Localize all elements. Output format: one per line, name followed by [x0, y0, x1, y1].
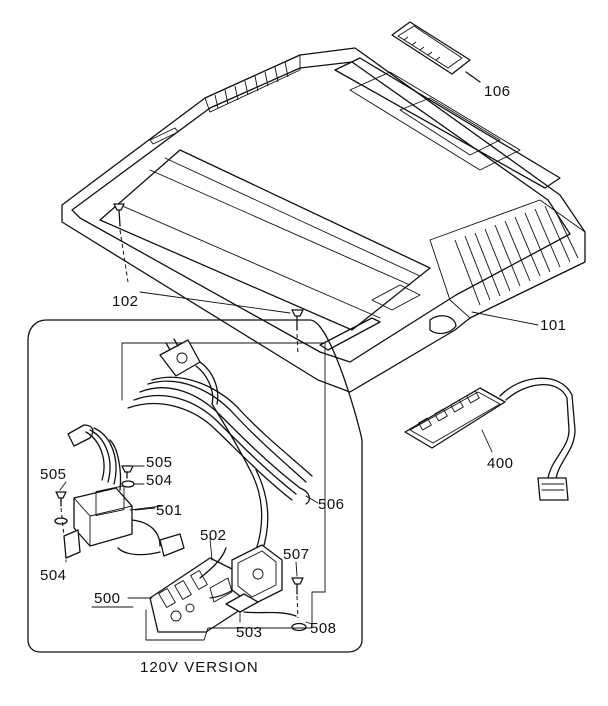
label-505-left: 505	[40, 466, 67, 483]
label-504-right: 504	[146, 472, 173, 489]
label-400: 400	[487, 455, 514, 472]
label-507: 507	[283, 546, 310, 563]
label-106: 106	[484, 83, 511, 100]
power-supply-kit-120v	[27, 319, 363, 653]
cover-part-106	[391, 21, 481, 83]
label-502: 502	[200, 527, 227, 544]
screw-102-right	[291, 309, 304, 355]
housing-101	[61, 47, 586, 393]
label-102: 102	[112, 293, 139, 310]
label-101: 101	[540, 317, 567, 334]
label-503: 503	[236, 624, 263, 641]
screw-102-left	[113, 203, 129, 283]
label-508: 508	[310, 620, 337, 637]
label-501: 501	[156, 502, 183, 519]
label-500: 500	[94, 590, 121, 607]
caption-120v-version: 120V VERSION	[140, 659, 259, 676]
label-504-left: 504	[40, 567, 67, 584]
control-board-400	[404, 377, 576, 501]
label-506: 506	[318, 496, 345, 513]
label-505-right: 505	[146, 454, 173, 471]
